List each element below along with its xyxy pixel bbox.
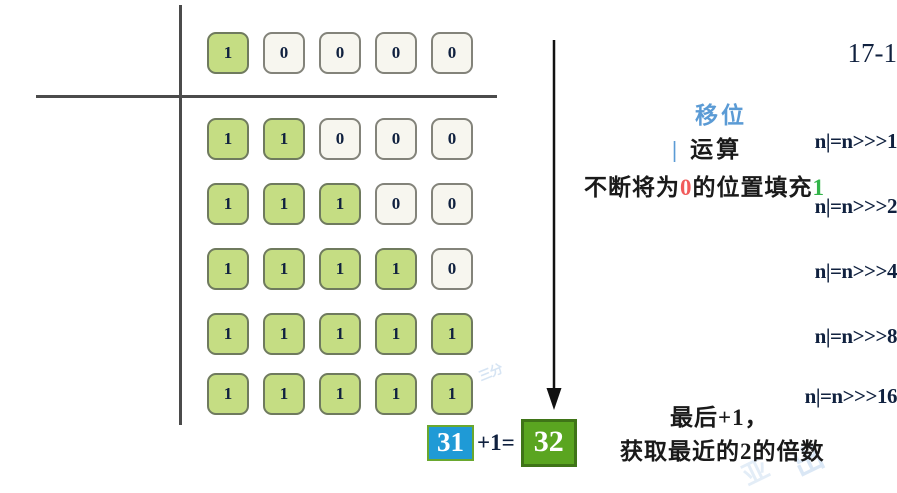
or-operation-word: 运算: [690, 137, 743, 162]
bit-cell: 0: [263, 32, 305, 74]
row-label-shift-4: n|=n>>>4: [814, 259, 897, 283]
row-label-initial-value: 17-1: [847, 38, 897, 68]
bit-cell: 0: [319, 118, 361, 160]
watermark-middle: 三分: [476, 360, 505, 384]
bit-cell: 0: [375, 183, 417, 225]
bit-cell: 1: [375, 313, 417, 355]
bit-cell: 1: [263, 118, 305, 160]
fill-rule-middle: 的位置填充: [692, 175, 813, 200]
fill-rule-prefix: 不断将为: [584, 175, 680, 200]
result-expression: 31 +1= 32: [427, 419, 577, 467]
bit-cell: 1: [207, 118, 249, 160]
bit-cell: 1: [263, 313, 305, 355]
annotation-fill-rule: 不断将为0的位置填充1: [584, 168, 825, 202]
row-label-shift-16: n|=n>>>16: [804, 384, 897, 408]
downward-arrow-icon: [546, 40, 562, 410]
bit-cell: 1: [207, 313, 249, 355]
annotation-shift: 移位: [695, 103, 747, 128]
annotation-get-nearest-power: 获取最近的2的倍数: [620, 439, 825, 464]
fill-rule-zero: 0: [680, 175, 693, 200]
bit-cell: 1: [319, 248, 361, 290]
result-value-after: 32: [520, 419, 577, 467]
bit-cell: 0: [375, 32, 417, 74]
bit-cell: 1: [375, 248, 417, 290]
horizontal-divider-line: [36, 95, 497, 98]
bit-cell: 1: [375, 373, 417, 415]
bit-cell: 1: [263, 248, 305, 290]
bit-cell: 0: [319, 32, 361, 74]
or-pipe-symbol: |: [672, 137, 681, 162]
bit-cell: 1: [207, 248, 249, 290]
bit-row-shift-2: 1 1 1 0 0: [207, 183, 473, 225]
bit-cell: 0: [375, 118, 417, 160]
bit-row-shift-4: 1 1 1 1 0: [207, 248, 473, 290]
bit-cell: 0: [431, 118, 473, 160]
bit-cell: 1: [319, 183, 361, 225]
bit-cell: 1: [207, 373, 249, 415]
vertical-divider-line: [179, 5, 182, 425]
bit-cell: 1: [207, 183, 249, 225]
bit-cell: 0: [431, 183, 473, 225]
bit-cell: 1: [431, 313, 473, 355]
bit-cell: 1: [319, 313, 361, 355]
bit-cell: 1: [263, 373, 305, 415]
result-value-before: 31: [427, 424, 474, 462]
row-label-shift-8: n|=n>>>8: [814, 324, 897, 348]
annotation-or-operation: | 运算: [672, 130, 742, 164]
bit-cell: 0: [431, 32, 473, 74]
annotation-last-plus-one: 最后+1，: [670, 405, 769, 430]
bit-cell: 0: [431, 248, 473, 290]
bit-cell: 1: [263, 183, 305, 225]
row-label-shift-1: n|=n>>>1: [814, 129, 897, 153]
bit-row-shift-1: 1 1 0 0 0: [207, 118, 473, 160]
bit-row-shift-8: 1 1 1 1 1: [207, 313, 473, 355]
bit-cell: 1: [207, 32, 249, 74]
bit-row-shift-16: 1 1 1 1 1: [207, 373, 473, 415]
bit-cell: 1: [431, 373, 473, 415]
bit-cell: 1: [319, 373, 361, 415]
bit-row-initial: 1 0 0 0 0: [207, 32, 473, 74]
fill-rule-one: 1: [812, 175, 825, 200]
result-operator: +1=: [477, 430, 515, 455]
row-label-shift-2: n|=n>>>2: [814, 194, 897, 218]
